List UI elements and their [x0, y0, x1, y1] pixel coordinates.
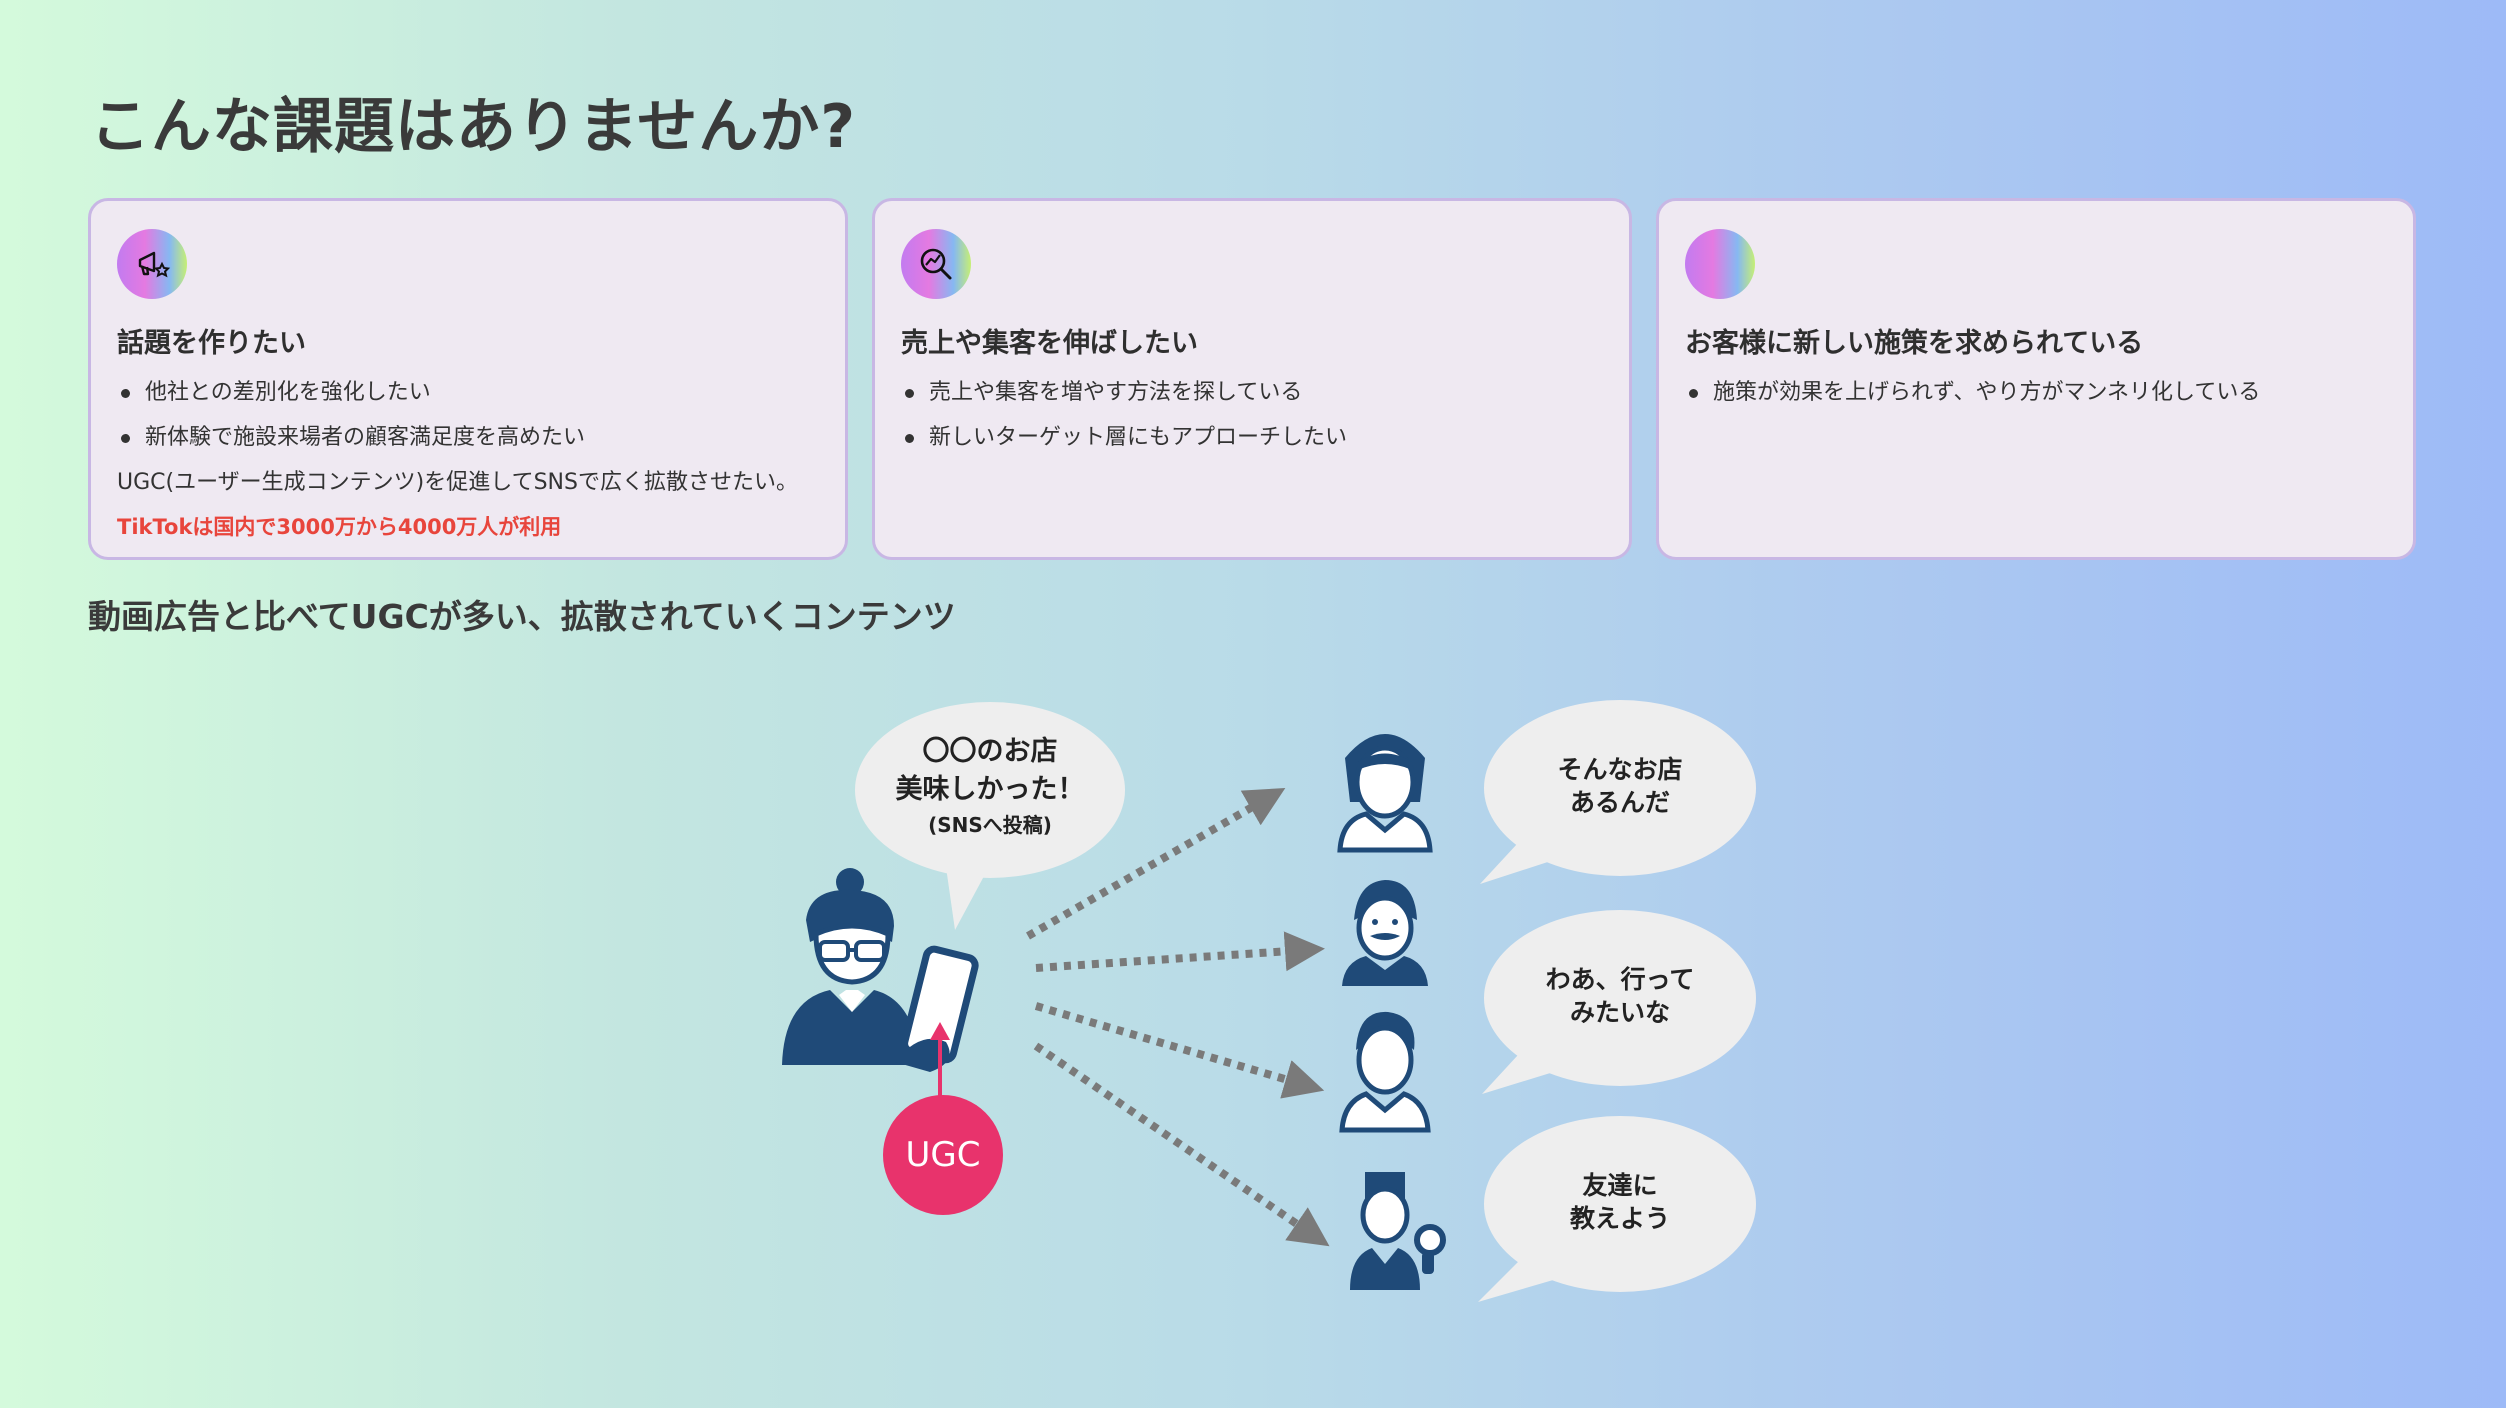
ugc-badge: UGC	[883, 1095, 1003, 1215]
card-note: UGC(ユーザー生成コンテンツ)を促進してSNSで広く拡散させたい。	[117, 470, 798, 495]
section-subtitle: 動画広告と比べてUGCが多い、拡散されていくコンテンツ	[88, 597, 956, 636]
card-heading: 話題を作りたい	[117, 328, 306, 359]
poster-person-icon	[782, 868, 920, 1065]
viewer-mustache-man-icon	[1342, 880, 1428, 986]
card-heading: お客様に新しい施策を求められている	[1685, 328, 2144, 359]
upload-arrow-icon	[930, 1022, 950, 1096]
arrow-3	[1034, 1002, 1325, 1099]
bubble-text: 〇〇のお店	[923, 736, 1058, 767]
ugc-diffusion-illustration: 〇〇のお店 美味しかった！ (SNSへ投稿) UGC	[782, 700, 1756, 1302]
reaction-bubble-2: わあ、行って みたいな	[1482, 910, 1756, 1094]
reaction-text: そんなお店	[1557, 755, 1682, 784]
arrow-2	[1035, 931, 1325, 972]
reaction-text: あるんだ	[1570, 788, 1670, 817]
page-title: こんな課題はありませんか?	[90, 92, 857, 162]
list-item: 新しいターゲット層にもアプローチしたい	[901, 415, 1603, 460]
smartphone-icon	[895, 945, 979, 1072]
card-bullet-list: 他社との差別化を強化したい 新体験で施設来場者の顧客満足度を高めたい	[117, 370, 819, 460]
list-item: 施策が効果を上げられず、やり方がマンネリ化している	[1685, 370, 2387, 415]
list-item: 売上や集客を増やす方法を探している	[901, 370, 1603, 415]
viewer-young-man-icon	[1339, 1011, 1431, 1133]
reaction-bubble-3: 友達に 教えよう	[1478, 1116, 1756, 1302]
chart-magnifier-icon	[901, 229, 971, 299]
gradient-circle-icon	[1685, 229, 1755, 299]
poster-speech-bubble: 〇〇のお店 美味しかった！ (SNSへ投稿)	[855, 702, 1125, 930]
arrow-4	[1033, 1042, 1330, 1247]
arrow-1	[1026, 788, 1286, 940]
viewer-chef-icon	[1350, 1172, 1446, 1290]
reaction-text: わあ、行って	[1546, 965, 1695, 994]
card-heading: 売上や集客を伸ばしたい	[901, 328, 1198, 359]
viewer-woman-icon	[1337, 734, 1433, 853]
reaction-bubble-1: そんなお店 あるんだ	[1480, 700, 1756, 884]
issue-card-buzz: 話題を作りたい 他社との差別化を強化したい 新体験で施設来場者の顧客満足度を高め…	[88, 198, 848, 560]
list-item: 新体験で施設来場者の顧客満足度を高めたい	[117, 415, 819, 460]
ugc-badge-label: UGC	[906, 1135, 981, 1175]
diffusion-arrows	[1026, 788, 1330, 1247]
card-highlight: TikTokは国内で3000万から4000万人が利用	[117, 515, 562, 539]
list-item: 他社との差別化を強化したい	[117, 370, 819, 415]
bubble-text: (SNSへ投稿)	[928, 813, 1052, 837]
issue-card-sales: 売上や集客を伸ばしたい 売上や集客を増やす方法を探している 新しいターゲット層に…	[872, 198, 1632, 560]
issue-card-new-measures: お客様に新しい施策を求められている 施策が効果を上げられず、やり方がマンネリ化し…	[1656, 198, 2416, 560]
bubble-text: 美味しかった！	[896, 773, 1085, 805]
reaction-text: 友達に	[1582, 1171, 1657, 1200]
reaction-text: 教えよう	[1570, 1204, 1670, 1233]
card-bullet-list: 売上や集客を増やす方法を探している 新しいターゲット層にもアプローチしたい	[901, 370, 1603, 460]
megaphone-star-icon	[117, 229, 187, 299]
card-bullet-list: 施策が効果を上げられず、やり方がマンネリ化している	[1685, 370, 2387, 415]
reaction-text: みたいな	[1570, 998, 1670, 1027]
